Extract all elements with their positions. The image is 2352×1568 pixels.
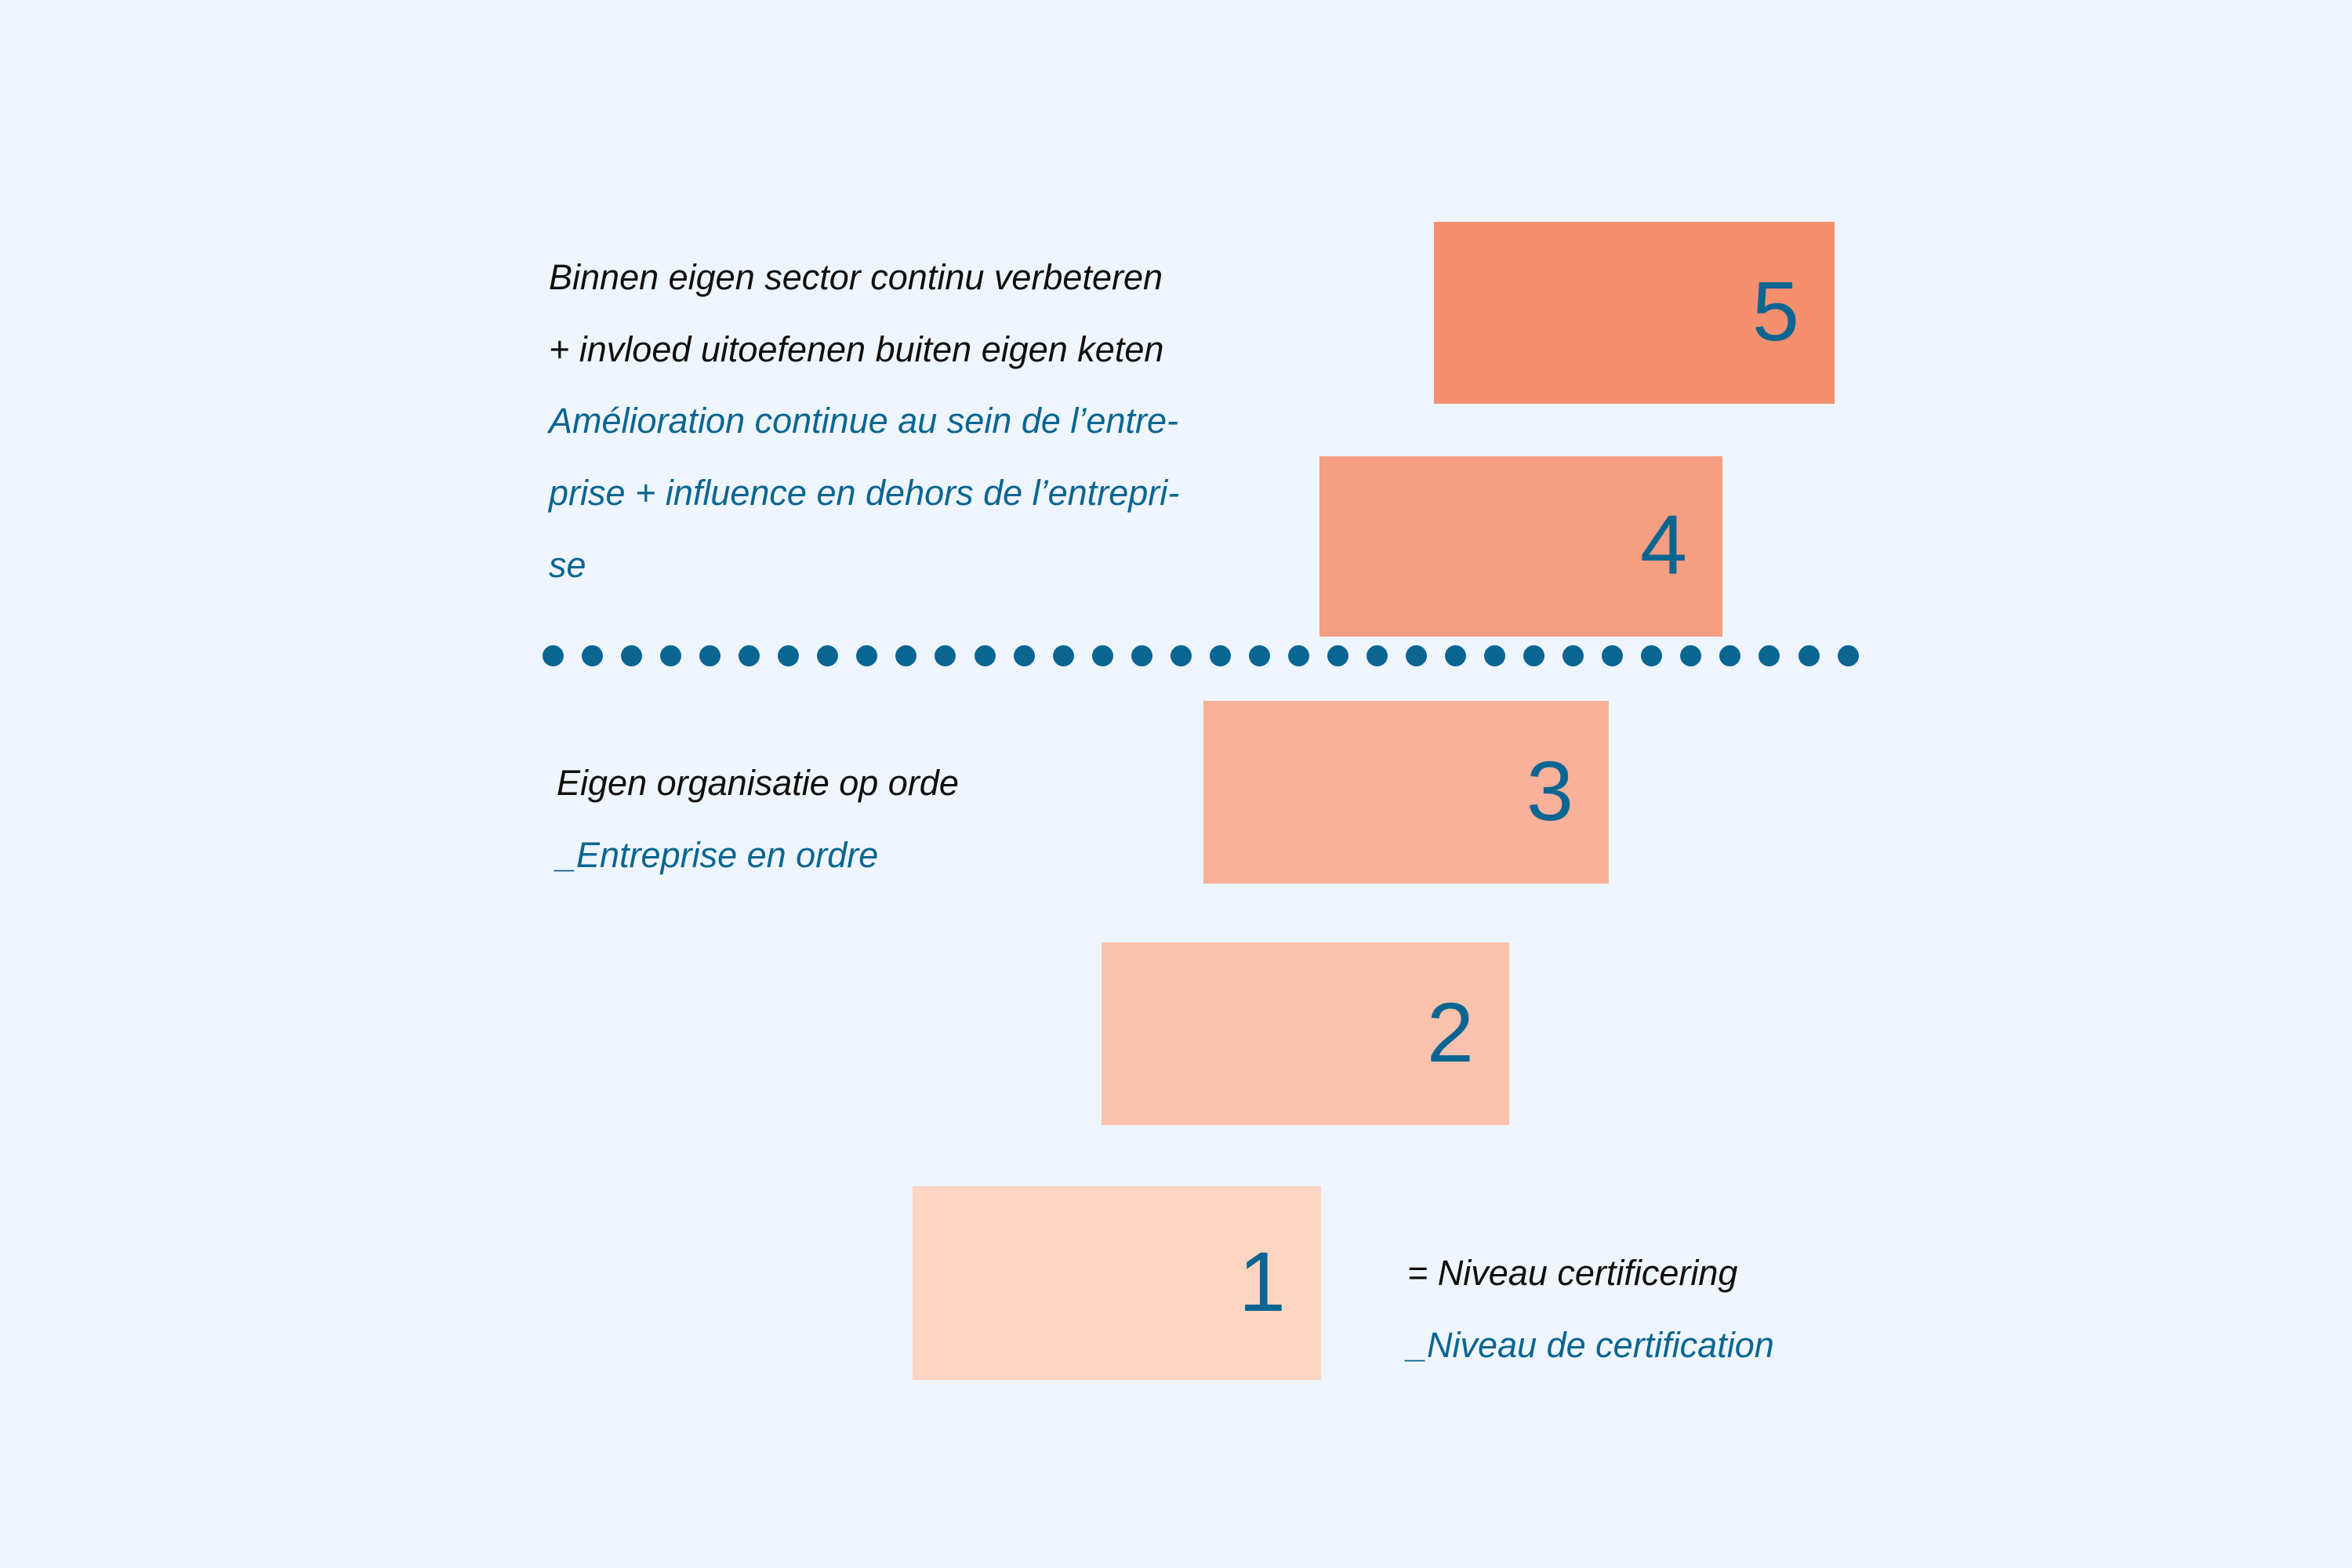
level-bar-2[interactable]: 2: [1102, 942, 1509, 1125]
divider-dot: [1759, 644, 1780, 666]
level-bar-2-value: 2: [1426, 984, 1474, 1080]
divider-dot: [1641, 644, 1663, 666]
divider-dot: [1091, 644, 1113, 666]
divider-dot: [543, 644, 564, 666]
legend-fr-line1: _Niveau de certification: [1407, 1324, 1774, 1365]
divider-dot: [1563, 644, 1584, 666]
label-top-fr-line3: se: [549, 545, 586, 586]
label-top-levels: Binnen eigen sector continu verbeteren +…: [549, 223, 1356, 619]
divider-dot: [895, 644, 917, 666]
label-middle-levels: Eigen organisatie op orde _Entreprise en…: [557, 729, 1262, 909]
divider-dot: [621, 644, 643, 666]
divider-dot: [1287, 644, 1309, 666]
divider-dot: [1445, 644, 1467, 666]
divider-dot: [1837, 644, 1859, 666]
divider-dot: [1798, 644, 1820, 666]
divider-dot: [1248, 644, 1270, 666]
divider-dot: [974, 644, 996, 666]
divider-dot: [1484, 644, 1506, 666]
divider-dot: [856, 644, 878, 666]
divider-dot: [1406, 644, 1428, 666]
level-bar-4[interactable]: 4: [1319, 456, 1722, 637]
label-top-nl-line2: + invloed uitoefenen buiten eigen keten: [549, 328, 1164, 369]
level-bar-3[interactable]: 3: [1203, 701, 1609, 884]
divider-dot: [660, 644, 682, 666]
level-bar-1-value: 1: [1238, 1233, 1286, 1329]
divider-dot: [1327, 644, 1348, 666]
divider-dot: [1013, 644, 1035, 666]
divider-dot: [1680, 644, 1702, 666]
divider-dot: [582, 644, 604, 666]
level-bar-5-value: 5: [1751, 263, 1799, 358]
level-bar-4-value: 4: [1639, 497, 1687, 592]
divider-dot: [1602, 644, 1624, 666]
level-bar-1[interactable]: 1: [913, 1186, 1321, 1380]
level-bar-5[interactable]: 5: [1434, 222, 1835, 404]
label-top-nl-line1: Binnen eigen sector continu verbeteren: [549, 256, 1163, 297]
legend-certification: = Niveau certificering _Niveau de certif…: [1407, 1219, 1972, 1399]
divider-dot: [778, 644, 800, 666]
divider-dot: [1523, 644, 1545, 666]
divider-dot: [935, 644, 956, 666]
divider-dot: [1366, 644, 1388, 666]
divider-dot: [1131, 644, 1152, 666]
divider-dot: [1719, 644, 1741, 666]
level-bar-3-value: 3: [1526, 742, 1573, 838]
divider-dot: [1052, 644, 1074, 666]
divider-dot: [817, 644, 839, 666]
divider-dot: [699, 644, 721, 666]
divider-dot: [1209, 644, 1231, 666]
label-top-fr-line2: prise + influence en dehors de l’entrepr…: [549, 473, 1180, 514]
label-middle-nl-line1: Eigen organisatie op orde: [557, 762, 959, 803]
legend-nl-line1: = Niveau certificering: [1407, 1252, 1738, 1293]
divider-dot: [739, 644, 760, 666]
dotted-divider-line: [543, 644, 1859, 666]
divider-dot: [1170, 644, 1192, 666]
label-middle-fr-line1: _Entreprise en ordre: [557, 834, 879, 875]
label-top-fr-line1: Amélioration continue au sein de l’entre…: [549, 401, 1178, 441]
